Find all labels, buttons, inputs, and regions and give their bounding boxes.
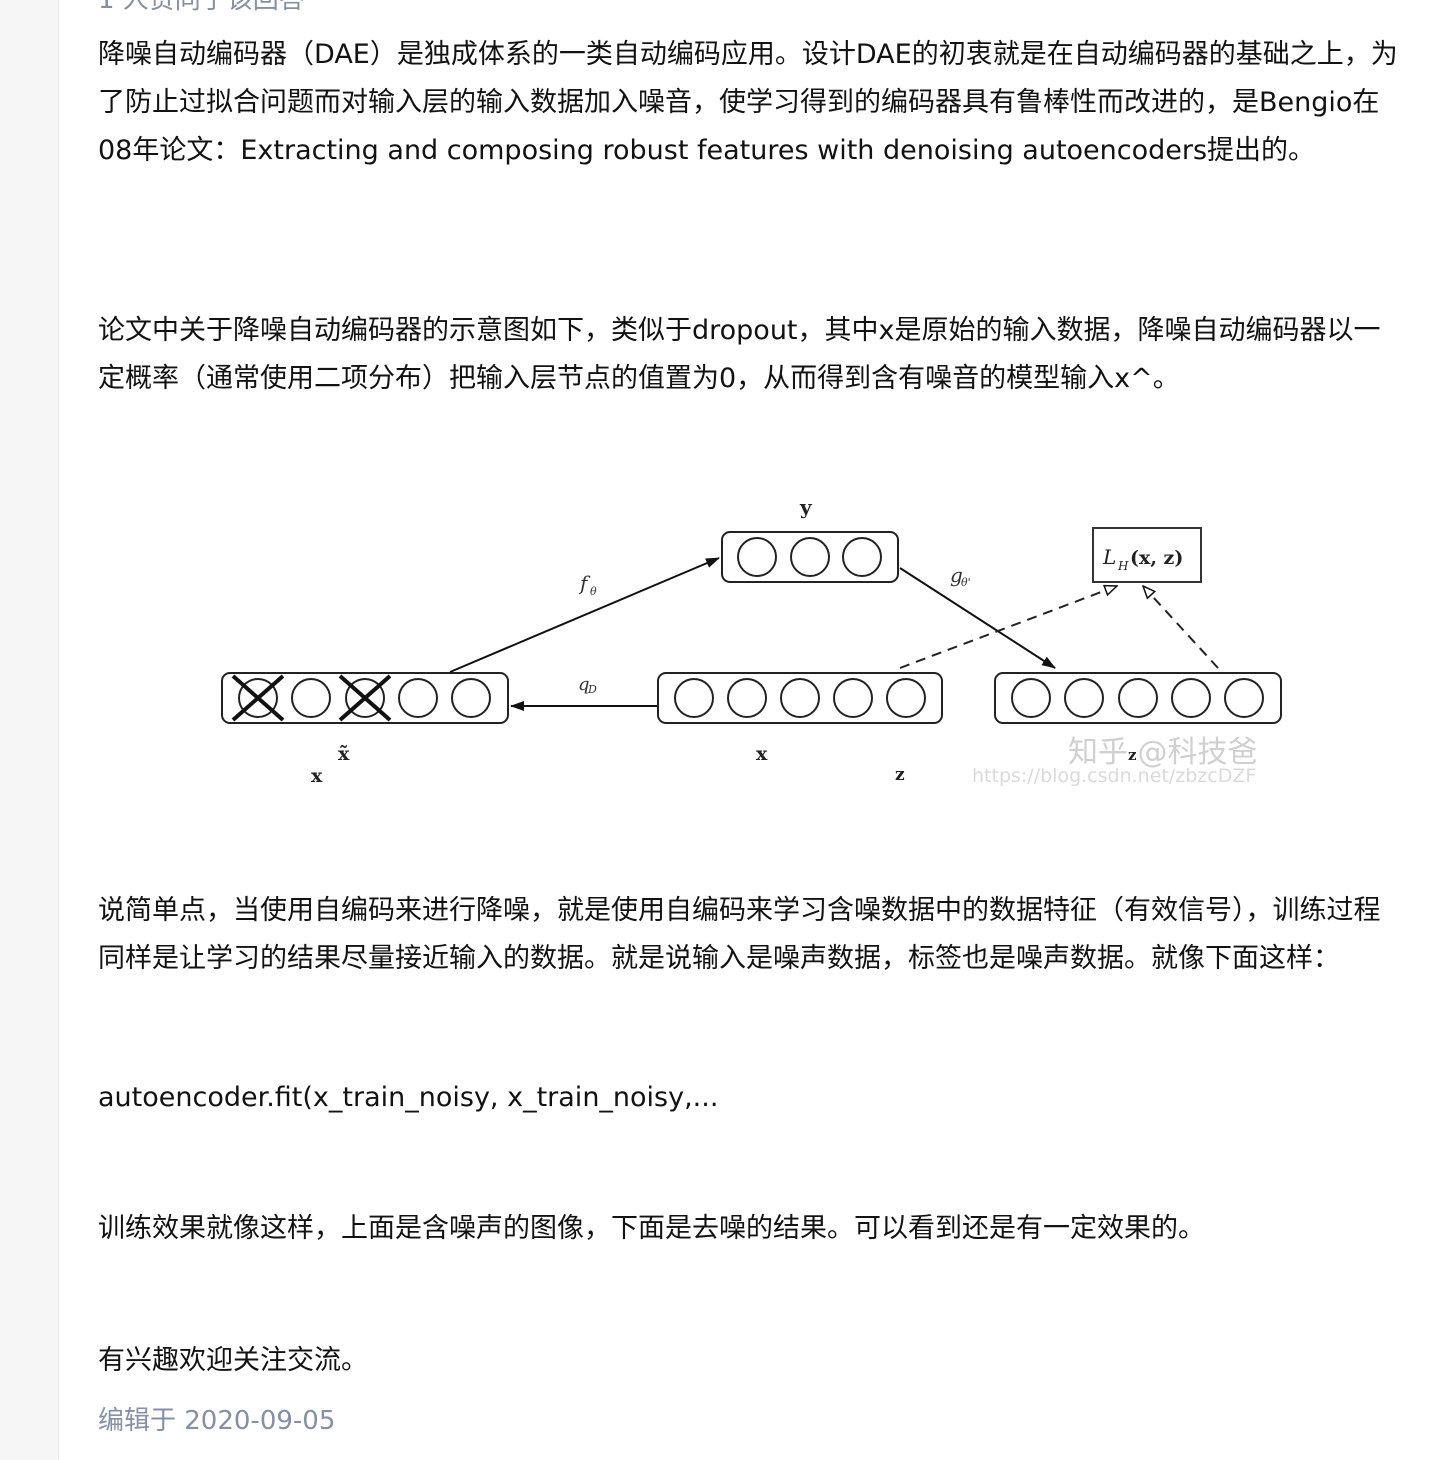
loss-label: L — [1102, 545, 1116, 569]
node-x-tilde-2 — [291, 678, 331, 718]
node-z-4 — [1171, 678, 1211, 718]
label-y: y — [799, 495, 813, 519]
arrow-decoder — [899, 567, 1056, 669]
label-x-tilde: x̃ — [338, 743, 350, 765]
paragraph-intro: 降噪自动编码器（DAE）是独成体系的一类自动编码应用。设计DAE的初衷就是在自动… — [98, 39, 1398, 166]
loss-label-sub: H — [1117, 559, 1129, 573]
node-x-3 — [780, 678, 820, 718]
node-x-1 — [674, 678, 714, 718]
label-f-theta-sub: θ — [590, 585, 597, 598]
dropout-cross-2 — [338, 674, 392, 722]
node-z-2 — [1064, 678, 1104, 718]
loss-box — [1092, 527, 1202, 583]
node-z-1 — [1011, 678, 1051, 718]
vote-hint[interactable]: 1 人赞同了该回答 — [98, 0, 305, 15]
watermark-zhihu: 知乎 @科技爸 — [1068, 735, 1258, 770]
node-y-3 — [842, 537, 882, 577]
label-z-mid: z — [895, 765, 905, 785]
dae-diagram: L H (x, z) y f θ g θ' q D x̃ x x z z 知乎 … — [221, 495, 1282, 787]
label-x-mid: x — [756, 743, 768, 765]
label-q-d-sub: D — [587, 683, 597, 696]
label-z-right: z — [1128, 746, 1137, 764]
dae-diagram-figure: L H (x, z) y f θ g θ' q D x̃ x x z z 知乎 … — [200, 490, 1310, 810]
label-g-theta: g — [950, 563, 963, 587]
arrow-loss-z — [1143, 586, 1219, 669]
label-x-left: x — [311, 765, 323, 787]
code-snippet: autoencoder.fit(x_train_noisy, x_train_n… — [98, 1082, 719, 1113]
label-q-d: q — [578, 674, 590, 695]
paragraph-denoise-explanation: 说简单点，当使用自编码来进行降噪，就是使用自编码来学习含噪数据中的数据特征（有效… — [98, 895, 1381, 974]
answer-card — [58, 0, 1454, 1460]
arrow-encoder — [449, 557, 720, 673]
node-z-3 — [1118, 678, 1158, 718]
node-x-4 — [833, 678, 873, 718]
node-y-1 — [737, 537, 777, 577]
paragraph-closing: 有兴趣欢迎关注交流。 — [98, 1345, 368, 1376]
node-x-5 — [886, 678, 926, 718]
node-y-2 — [790, 537, 830, 577]
paragraph-results: 训练效果就像这样，上面是含噪声的图像，下面是去噪的结果。可以看到还是有一定效果的… — [98, 1213, 1205, 1244]
node-z-5 — [1224, 678, 1264, 718]
watermark-csdn: https://blog.csdn.net/zbzcDZF — [972, 765, 1256, 787]
node-x-2 — [727, 678, 767, 718]
arrow-loss-x — [899, 586, 1117, 669]
loss-label-args: (x, z) — [1130, 547, 1183, 569]
dropout-cross-1 — [231, 674, 285, 722]
label-g-theta-sub: θ' — [961, 576, 971, 589]
edited-timestamp[interactable]: 编辑于 2020-09-05 — [98, 1406, 336, 1436]
node-x-tilde-5 — [451, 678, 491, 718]
paragraph-figure-description: 论文中关于降噪自动编码器的示意图如下，类似于dropout，其中x是原始的输入数… — [98, 315, 1381, 394]
node-x-tilde-4 — [398, 678, 438, 718]
